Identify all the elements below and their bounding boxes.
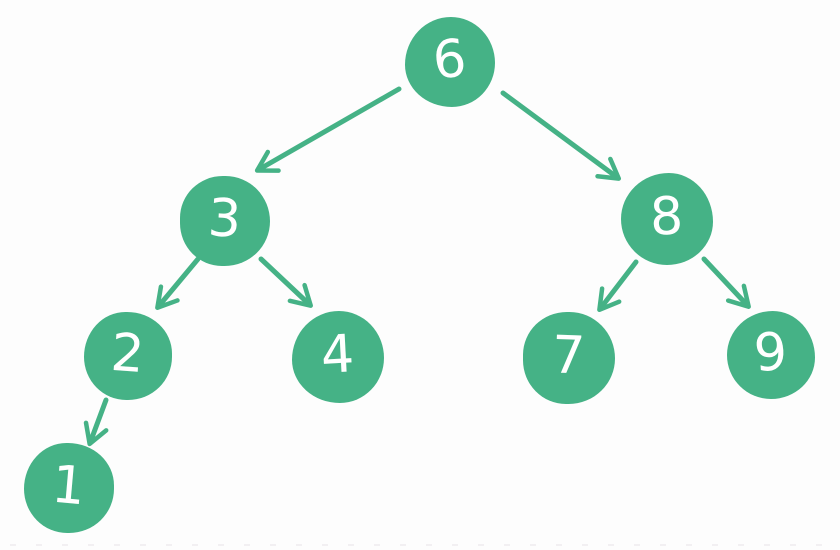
tree-edge-8-to-9: [701, 256, 751, 309]
tree-node-7: 7: [523, 312, 615, 404]
node-value: 7: [551, 325, 587, 387]
tree-edge-6-to-3: [254, 86, 402, 173]
node-value: 1: [49, 454, 89, 518]
node-value: 4: [319, 324, 357, 386]
tree-node-3: 3: [180, 176, 270, 266]
bottom-dotted-line: [10, 544, 830, 546]
node-value: 9: [752, 321, 790, 385]
tree-edge-3-to-4: [258, 256, 313, 308]
node-value: 3: [206, 188, 244, 250]
tree-node-6: 6: [405, 17, 495, 107]
node-value: 8: [649, 186, 685, 248]
tree-node-1: 1: [24, 443, 114, 533]
tree-node-8: 8: [621, 173, 713, 265]
tree-edge-6-to-8: [500, 90, 622, 181]
tree-edge-8-to-7: [597, 259, 639, 313]
node-value: 2: [109, 322, 147, 386]
node-value: 6: [430, 28, 470, 92]
tree-edge-3-to-2: [155, 256, 201, 311]
tree-edge-2-to-1: [83, 397, 109, 447]
tree-node-9: 9: [727, 311, 815, 399]
tree-node-4: 4: [292, 311, 384, 403]
tree-node-2: 2: [84, 312, 172, 400]
